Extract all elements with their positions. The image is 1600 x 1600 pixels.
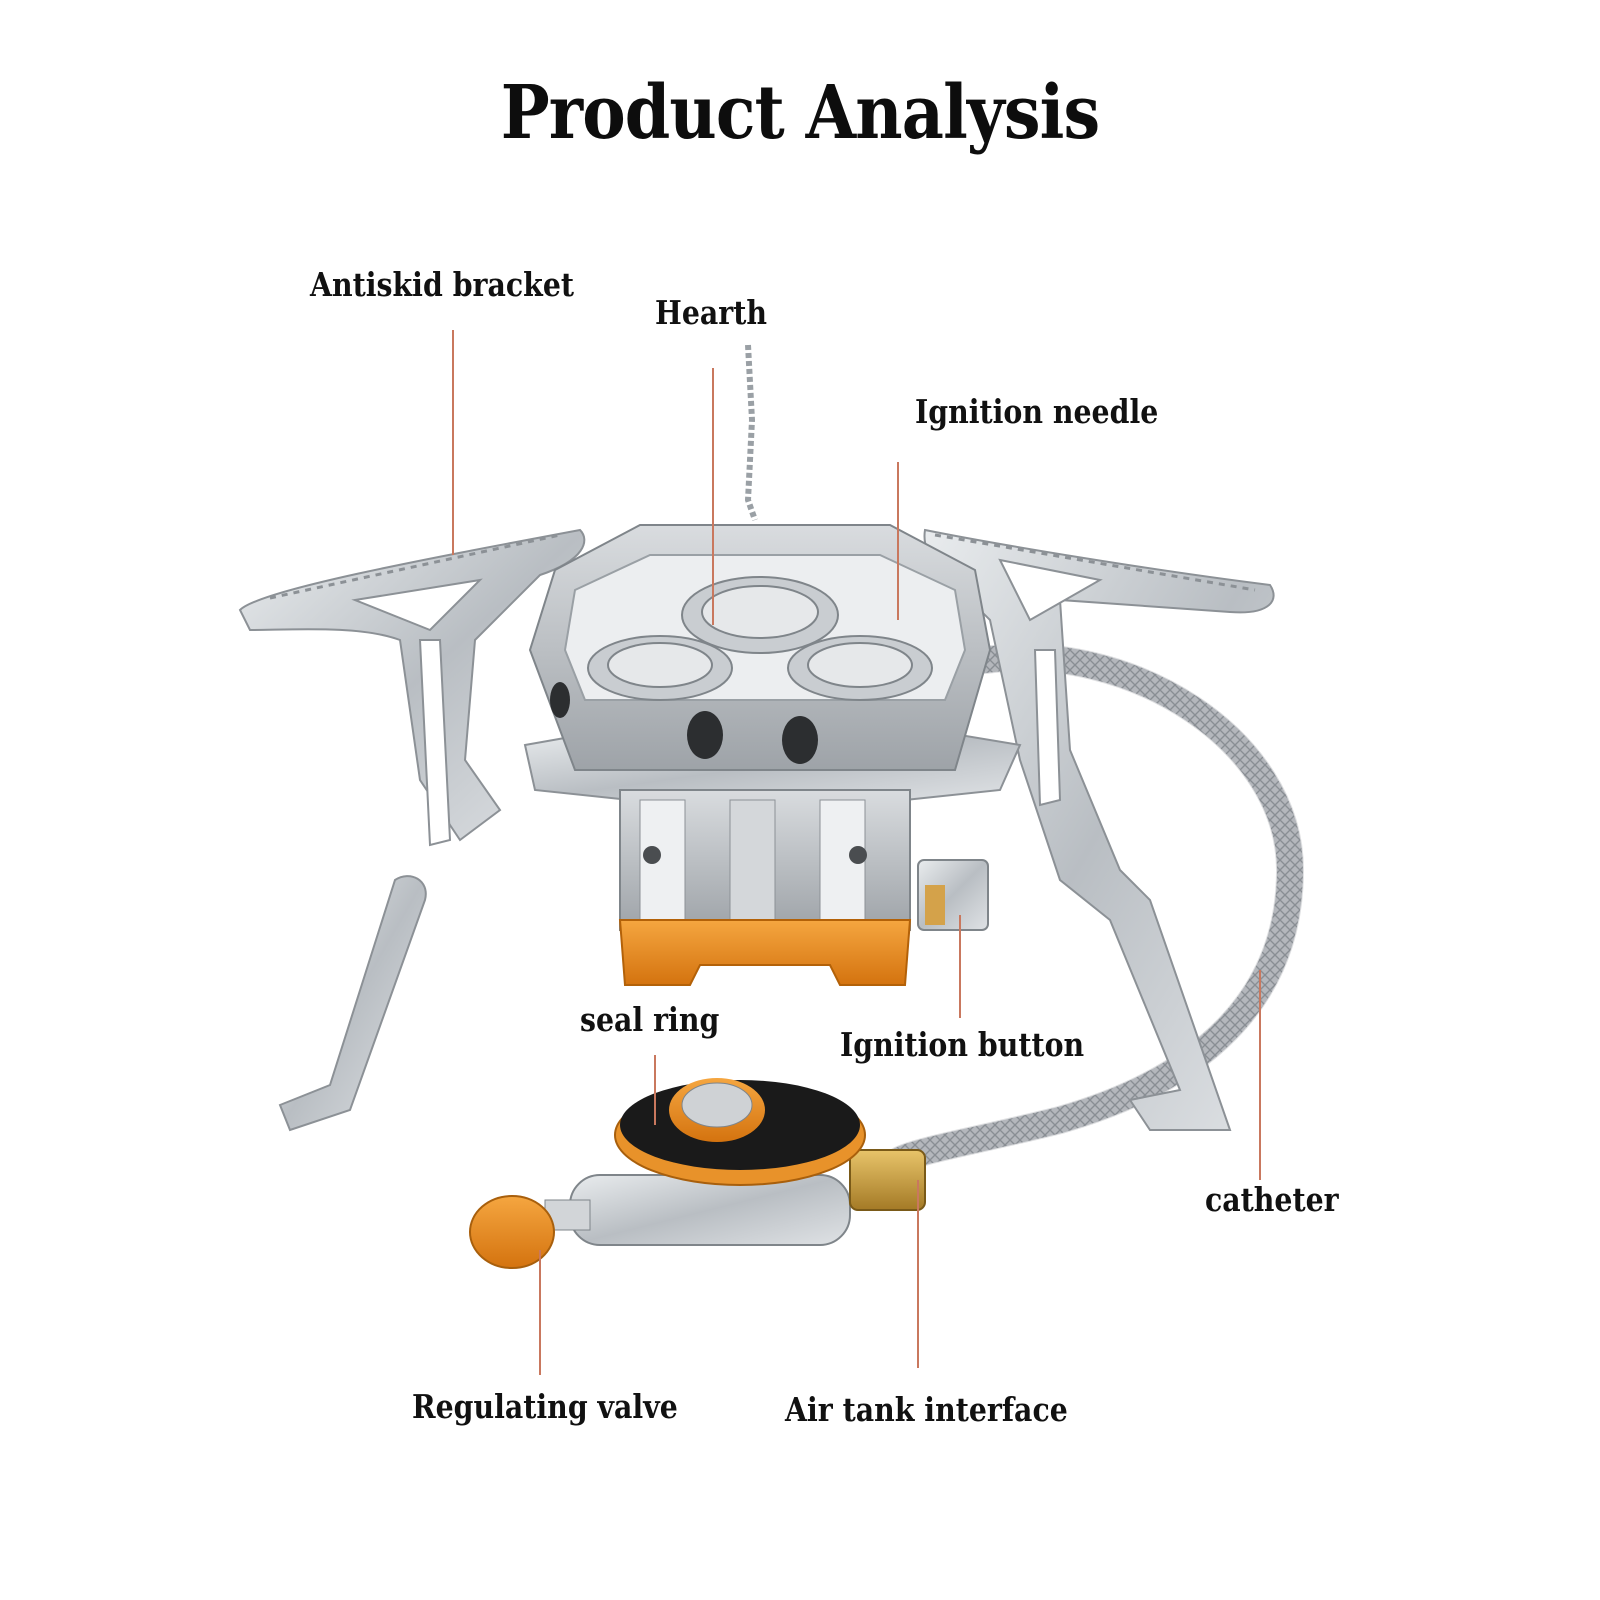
label-antiskid-bracket: Antiskid bracket xyxy=(310,265,574,304)
label-ignition-needle: Ignition needle xyxy=(915,392,1159,431)
ignition-needle-wire xyxy=(744,344,758,521)
valve-assembly xyxy=(469,1078,926,1269)
orange-base xyxy=(618,919,912,986)
catheter-hose xyxy=(887,644,1304,1173)
ignition-button-part xyxy=(917,859,989,931)
label-hearth: Hearth xyxy=(655,293,767,332)
leader-lines xyxy=(452,330,1261,1375)
label-regulating-valve: Regulating valve xyxy=(412,1387,678,1426)
left-antiskid-bracket xyxy=(238,528,586,1132)
label-air-tank-interface: Air tank interface xyxy=(785,1390,1068,1429)
stove-body xyxy=(619,789,911,931)
label-ignition-button: Ignition button xyxy=(840,1025,1085,1064)
burner-heads xyxy=(587,576,933,701)
label-seal-ring: seal ring xyxy=(580,1000,720,1039)
page-title: Product Analysis xyxy=(500,70,1101,156)
label-catheter: catheter xyxy=(1205,1180,1339,1219)
